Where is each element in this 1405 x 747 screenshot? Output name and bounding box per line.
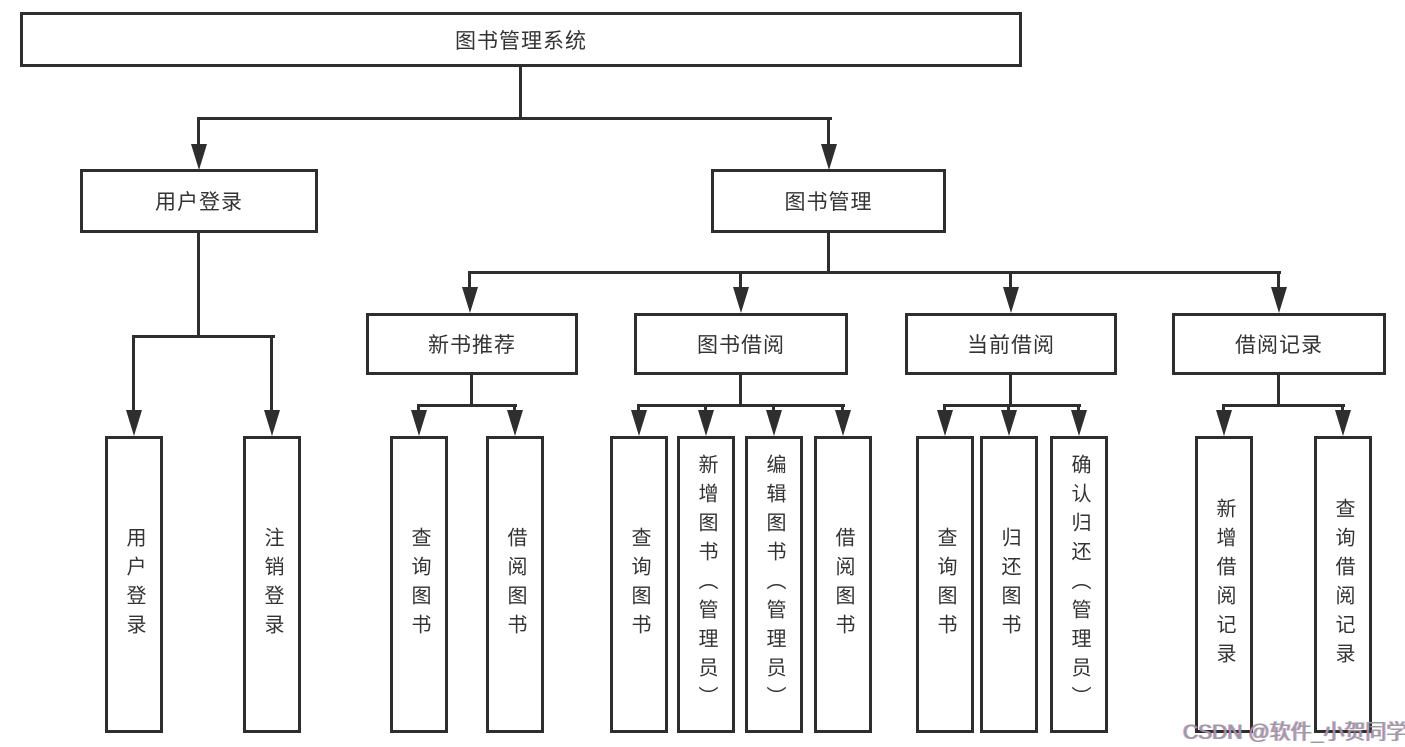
arrowhead-icon	[821, 144, 837, 170]
connector-line	[197, 117, 832, 120]
arrowhead-icon	[1001, 410, 1017, 436]
connector-line	[827, 233, 830, 273]
connector-line	[739, 375, 742, 406]
connector-line	[943, 404, 1081, 407]
node-book-management: 图书管理	[711, 169, 946, 233]
leaf-query-books-borrow: 查询图书	[610, 436, 668, 733]
connector-line	[417, 406, 420, 412]
arrowhead-icon	[698, 410, 714, 436]
connector-line	[132, 337, 135, 411]
arrowhead-icon	[835, 410, 851, 436]
connector-line	[1009, 273, 1012, 288]
connector-line	[470, 375, 473, 406]
connector-line	[1007, 406, 1010, 412]
leaf-edit-book-admin: 编辑图书（管理员）	[745, 436, 803, 733]
arrowhead-icon	[733, 287, 749, 313]
arrowhead-icon	[1271, 287, 1287, 313]
arrowhead-icon	[507, 410, 523, 436]
node-user-login: 用户登录	[80, 169, 318, 233]
arrowhead-icon	[631, 410, 647, 436]
node-borrow-records: 借阅记录	[1172, 313, 1386, 375]
connector-line	[468, 271, 1281, 274]
node-book-borrow: 图书借阅	[634, 313, 848, 375]
connector-line	[1077, 406, 1080, 412]
arrowhead-icon	[462, 287, 478, 313]
leaf-confirm-return-admin: 确认归还（管理员）	[1050, 436, 1108, 733]
node-label: 当前借阅	[967, 334, 1055, 357]
connector-line	[772, 406, 775, 412]
leaf-return-books: 归还图书	[980, 436, 1038, 733]
connector-line	[1341, 406, 1344, 412]
node-label: 图书借阅	[697, 334, 785, 357]
leaf-borrow-books: 借阅图书	[814, 436, 872, 733]
connector-line	[827, 119, 830, 146]
connector-line	[197, 119, 200, 146]
leaf-label: 注销登录	[261, 526, 283, 643]
connector-line	[637, 406, 640, 412]
leaf-add-borrow-record: 新增借阅记录	[1195, 436, 1253, 733]
connector-line	[270, 337, 273, 411]
arrowhead-icon	[1071, 410, 1087, 436]
arrowhead-icon	[411, 410, 427, 436]
leaf-user-login: 用户登录	[105, 436, 163, 733]
arrowhead-icon	[937, 410, 953, 436]
connector-line	[1009, 375, 1012, 406]
connector-line	[468, 273, 471, 288]
connector-line	[1222, 404, 1345, 407]
arrowhead-icon	[1335, 410, 1351, 436]
connector-line	[519, 67, 522, 119]
node-label: 图书管理	[784, 191, 873, 214]
leaf-label: 查询图书	[934, 526, 956, 643]
arrowhead-icon	[191, 144, 207, 170]
arrowhead-icon	[1003, 287, 1019, 313]
leaf-label: 查询图书	[628, 526, 650, 643]
connector-line	[841, 406, 844, 412]
node-root-label: 图书管理系统	[455, 29, 587, 53]
leaf-label: 编辑图书（管理员）	[763, 454, 785, 715]
node-new-book-recommend: 新书推荐	[366, 313, 578, 375]
leaf-label: 借阅图书	[504, 526, 526, 643]
node-current-borrow: 当前借阅	[905, 313, 1117, 375]
connector-line	[513, 406, 516, 412]
leaf-add-book-admin: 新增图书（管理员）	[677, 436, 735, 733]
leaf-label: 查询借阅记录	[1332, 497, 1354, 672]
connector-line	[943, 406, 946, 412]
arrowhead-icon	[766, 410, 782, 436]
leaf-label: 新增图书（管理员）	[695, 454, 717, 715]
node-label: 用户登录	[155, 191, 243, 214]
leaf-query-borrow-record: 查询借阅记录	[1314, 436, 1372, 733]
leaf-label: 归还图书	[998, 526, 1020, 643]
arrowhead-icon	[1216, 410, 1232, 436]
connector-line	[704, 406, 707, 412]
csdn-watermark: CSDN @软件_小贺同学	[1183, 721, 1405, 744]
connector-line	[1277, 273, 1280, 288]
connector-line	[1277, 375, 1280, 406]
node-label: 新书推荐	[428, 334, 516, 357]
node-root: 图书管理系统	[20, 12, 1022, 67]
leaf-label: 借阅图书	[832, 526, 854, 643]
leaf-borrow-books-recommend: 借阅图书	[486, 436, 544, 733]
leaf-logout: 注销登录	[243, 436, 301, 733]
connector-line	[739, 273, 742, 288]
leaf-query-books-recommend: 查询图书	[390, 436, 448, 733]
node-label: 借阅记录	[1235, 334, 1323, 357]
arrowhead-icon	[126, 410, 142, 436]
connector-line	[637, 404, 845, 407]
connector-line	[417, 404, 517, 407]
leaf-label: 查询图书	[408, 526, 430, 643]
leaf-label: 用户登录	[123, 526, 145, 643]
arrowhead-icon	[264, 410, 280, 436]
leaf-query-books-current: 查询图书	[916, 436, 974, 733]
connector-line	[197, 233, 200, 337]
leaf-label: 新增借阅记录	[1213, 497, 1235, 672]
connector-line	[1222, 406, 1225, 412]
leaf-label: 确认归还（管理员）	[1068, 454, 1090, 715]
connector-line	[132, 335, 275, 338]
